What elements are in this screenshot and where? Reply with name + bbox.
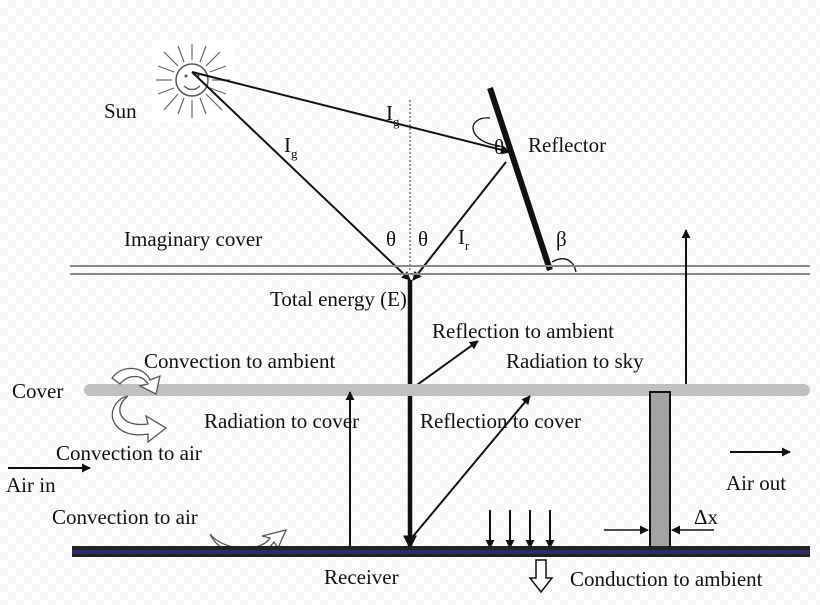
delta-x-label: Δx — [694, 505, 719, 529]
reflection-cover-label: Reflection to cover — [420, 409, 581, 433]
conduction-ambient-label: Conduction to ambient — [570, 567, 763, 591]
radiation-sky-label: Radiation to sky — [506, 349, 644, 373]
ray-reflected — [412, 161, 507, 281]
reflector-plate — [487, 87, 553, 271]
reflection-ambient-label: Reflection to ambient — [432, 319, 614, 343]
receiver-plate — [72, 546, 810, 557]
incident-arrows — [485, 510, 555, 549]
sun-label: Sun — [104, 99, 137, 123]
reflection-ambient-arrow — [409, 340, 479, 391]
receiver-label: Receiver — [324, 565, 399, 589]
imaginary-cover-line — [70, 265, 810, 275]
reflector-label: Reflector — [528, 133, 606, 157]
convection-air-lower-label: Convection to air — [52, 505, 198, 529]
radiation-cover-label: Radiation to cover — [204, 409, 359, 433]
convection-air-upper-label: Convection to air — [56, 441, 202, 465]
theta-reflector: θ — [494, 135, 504, 159]
cover-bar — [84, 384, 810, 396]
convection-curly-arrow-icon — [111, 367, 168, 444]
theta-left: θ — [386, 227, 396, 251]
imaginary-cover-label: Imaginary cover — [124, 227, 262, 251]
cover-label: Cover — [12, 379, 63, 403]
conduction-down-arrow-icon — [528, 559, 554, 594]
ig-top-label: Ig — [386, 101, 400, 129]
air-in-label: Air in — [6, 473, 56, 497]
beta-label: β — [556, 227, 567, 251]
air-out-label: Air out — [726, 471, 786, 495]
ray-sun-to-cover — [191, 71, 411, 281]
theta-right: θ — [418, 227, 428, 251]
ray-sun-to-reflector — [191, 71, 511, 155]
ir-label: Ir — [458, 225, 470, 253]
sun-icon — [152, 40, 234, 122]
fin-element — [649, 391, 671, 551]
reflection-cover-arrow — [409, 395, 531, 541]
convection-ambient-label: Convection to ambient — [144, 349, 335, 373]
ig-left-label: Ig — [284, 133, 298, 161]
total-energy-label: Total energy (E) — [270, 287, 407, 311]
beta-angle-arc — [551, 258, 577, 273]
reflector-angle-arc — [472, 117, 501, 147]
